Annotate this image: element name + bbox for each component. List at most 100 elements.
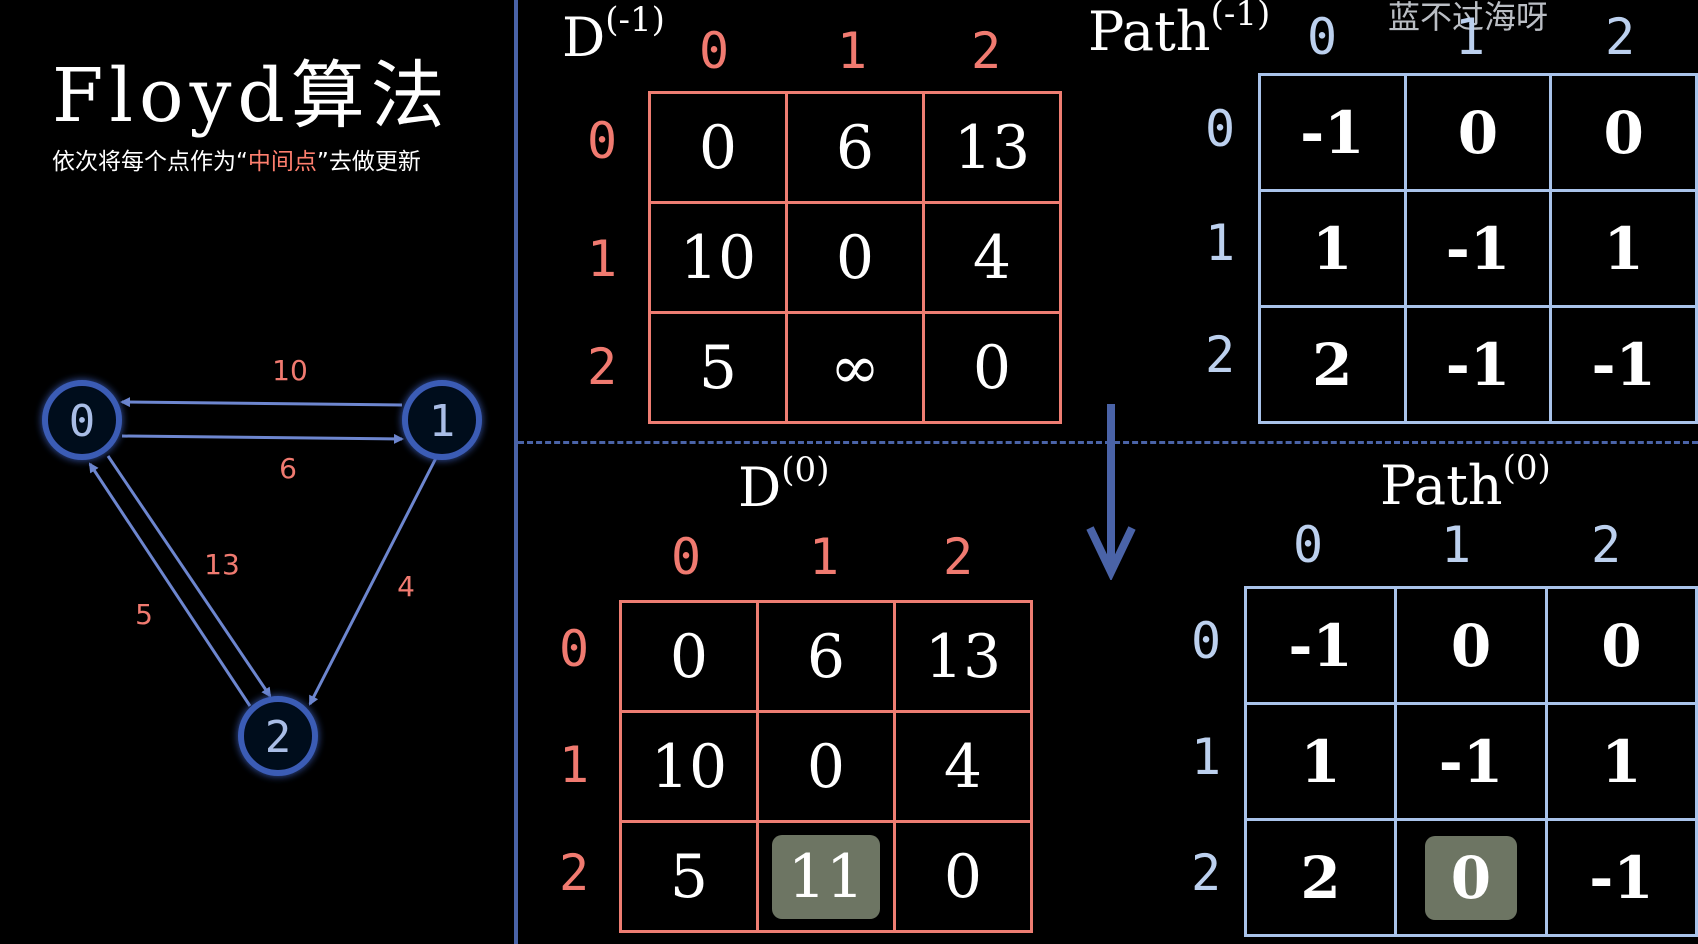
matrix-cell: 1 (1258, 189, 1407, 308)
subtitle-before: 依次将每个点作为“ (52, 149, 248, 175)
d-after-matrix: 0 6 13 10 0 4 5 11 0 (619, 600, 1033, 933)
d-before-col-2: 2 (970, 22, 1002, 80)
matrix-cell: 0 (1403, 73, 1553, 192)
path-after-col-1: 1 (1440, 516, 1472, 574)
matrix-cell: 10 (619, 710, 759, 823)
matrix-cell: 5 (648, 311, 788, 424)
graph-node-0: 0 (42, 380, 122, 460)
path-before-row-2: 2 (1204, 326, 1236, 384)
edge-weight-10: 10 (272, 354, 308, 387)
edge-weight-13: 13 (204, 548, 240, 581)
edge-0-2 (106, 455, 272, 698)
path-after-row-0: 0 (1190, 612, 1222, 670)
matrix-cell: 13 (922, 91, 1062, 204)
page-title: Floyd算法 (52, 53, 451, 139)
d-after-row-0: 0 (558, 620, 590, 678)
graph-node-2-label: 2 (265, 712, 292, 763)
graph-node-2: 2 (238, 696, 318, 776)
d-before-label: D(-1) (562, 0, 665, 69)
edge-weight-6: 6 (279, 452, 297, 485)
table-row: 0 6 13 (619, 600, 1033, 713)
page-subtitle: 依次将每个点作为“中间点”去做更新 (52, 142, 421, 176)
graph-diagram: 10 6 13 5 4 0 1 2 (42, 354, 482, 776)
table-row: 10 0 4 (619, 710, 1033, 823)
matrix-cell: 0 (756, 710, 896, 823)
matrix-cell: -1 (1258, 73, 1407, 192)
matrix-cell: 0 (922, 311, 1062, 424)
path-before-col-2: 2 (1604, 8, 1636, 66)
edge-2-0 (88, 462, 252, 707)
d-before-row-0: 0 (586, 112, 618, 170)
path-after-row-1: 1 (1190, 728, 1222, 786)
path-after-row-2: 2 (1190, 844, 1222, 902)
path-before-row-1: 1 (1204, 214, 1236, 272)
table-row: 1 -1 1 (1258, 189, 1698, 308)
graph-node-1-label: 1 (429, 396, 456, 447)
matrix-cell: -1 (1394, 702, 1548, 821)
matrix-cell: 13 (893, 600, 1033, 713)
matrix-cell: 1 (1549, 189, 1698, 308)
path-before-col-1: 1 (1454, 8, 1486, 66)
matrix-cell: 0 (619, 600, 759, 713)
path-after-col-2: 2 (1590, 516, 1622, 574)
d-before-row-1: 1 (586, 230, 618, 288)
watermark: 蓝不过海呀 (1388, 0, 1549, 36)
graph-node-1: 1 (402, 380, 482, 460)
d-before-matrix: 0 6 13 10 0 4 5 ∞ 0 (648, 91, 1062, 424)
matrix-cell: 4 (893, 710, 1033, 823)
matrix-cell: 0 (785, 201, 925, 314)
path-before-label: Path(-1) (1088, 0, 1271, 63)
path-after-col-0: 0 (1292, 516, 1324, 574)
matrix-cell: 0 (1544, 586, 1698, 705)
matrix-cell: -1 (1549, 305, 1698, 424)
matrix-cell: 0 (1394, 586, 1548, 705)
matrix-cell: 0 (648, 91, 788, 204)
matrix-cell: ∞ (785, 311, 925, 424)
path-before-col-0: 0 (1306, 8, 1338, 66)
graph-node-0-label: 0 (69, 396, 96, 447)
edge-weight-4: 4 (397, 570, 415, 603)
vertical-divider (514, 0, 518, 944)
matrix-cell: -1 (1403, 305, 1553, 424)
matrix-cell: 6 (785, 91, 925, 204)
table-row: 2 -1 -1 (1258, 305, 1698, 424)
matrix-cell: 6 (756, 600, 896, 713)
path-after-label: Path(0) (1380, 448, 1551, 517)
matrix-cell: 0 (1394, 818, 1548, 937)
updated-cell-highlight: 0 (1424, 835, 1517, 920)
edge-1-2 (308, 457, 438, 706)
path-before-row-0: 0 (1204, 100, 1236, 158)
d-after-col-0: 0 (670, 528, 702, 586)
table-row: -1 0 0 (1243, 586, 1698, 705)
matrix-cell: 4 (922, 201, 1062, 314)
matrix-cell: -1 (1544, 818, 1698, 937)
table-row: 2 0 -1 (1243, 818, 1698, 937)
matrix-cell: 0 (1549, 73, 1698, 192)
table-row: 0 6 13 (648, 91, 1062, 204)
d-before-col-1: 1 (836, 22, 868, 80)
subtitle-highlight: 中间点 (247, 149, 317, 175)
d-before-col-0: 0 (698, 22, 730, 80)
d-after-col-2: 2 (942, 528, 974, 586)
path-after-matrix: -1 0 0 1 -1 1 2 0 -1 (1243, 586, 1698, 937)
table-row: 5 ∞ 0 (648, 311, 1062, 424)
table-row: 1 -1 1 (1243, 702, 1698, 821)
d-after-row-2: 2 (558, 844, 590, 902)
d-after-col-1: 1 (808, 528, 840, 586)
matrix-cell: -1 (1403, 189, 1553, 308)
edge-1-0 (120, 397, 403, 408)
matrix-cell: 5 (619, 820, 759, 933)
edge-weight-5: 5 (135, 598, 153, 631)
table-row: 10 0 4 (648, 201, 1062, 314)
table-row: 5 11 0 (619, 820, 1033, 933)
d-after-label: D(0) (738, 450, 830, 519)
updated-cell-highlight: 11 (771, 834, 881, 919)
matrix-cell: 11 (756, 820, 896, 933)
d-before-row-2: 2 (586, 338, 618, 396)
path-before-matrix: -1 0 0 1 -1 1 2 -1 -1 (1258, 73, 1698, 424)
d-after-row-1: 1 (558, 736, 590, 794)
matrix-cell: 2 (1243, 818, 1398, 937)
matrix-cell: 0 (893, 820, 1033, 933)
edge-0-1 (121, 433, 404, 444)
matrix-cell: -1 (1243, 586, 1398, 705)
